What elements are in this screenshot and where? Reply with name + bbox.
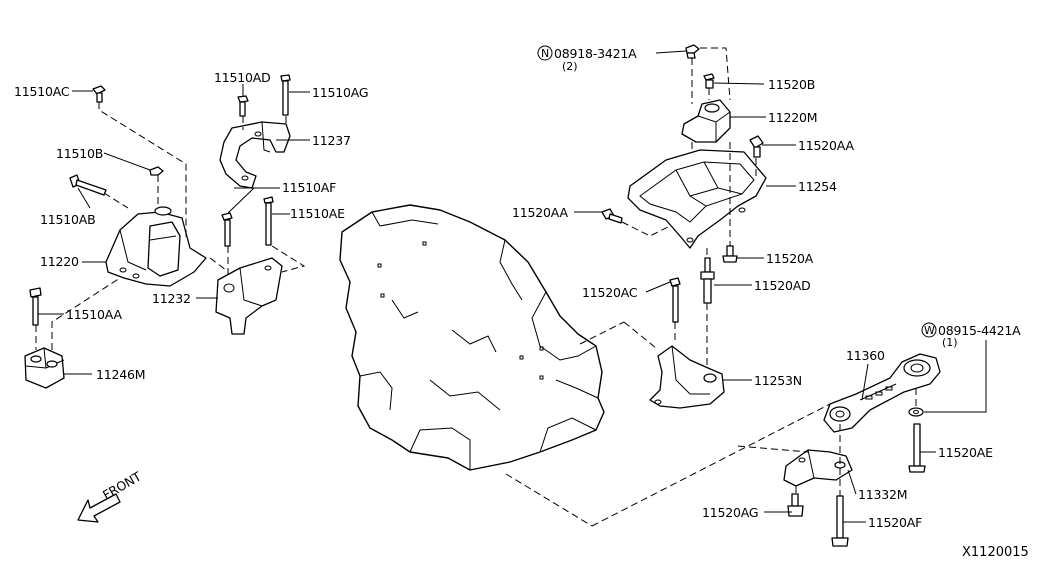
- label-11520b: 11520B: [768, 77, 815, 92]
- label-08915-qty: (1): [942, 336, 958, 349]
- label-11520ad: 11520AD: [754, 278, 811, 293]
- label-11246m: 11246M: [96, 367, 145, 382]
- engine-block: [339, 204, 605, 471]
- bracket-11254: [627, 149, 767, 249]
- bolt-11510ac: [92, 85, 106, 103]
- label-11510ab: 11510AB: [40, 212, 96, 227]
- label-11520aa-right: 11520AA: [798, 138, 854, 153]
- bolt-11520aa-left: [601, 208, 623, 224]
- bolt-11510ad: [237, 95, 249, 117]
- symbol-w-circle: [921, 322, 937, 338]
- front-direction-indicator: FRONT: [77, 468, 144, 523]
- bracket-11232: [215, 257, 283, 335]
- label-11510af: 11510AF: [282, 180, 336, 195]
- right-upper-leaders: [574, 50, 796, 286]
- label-11232: 11232: [152, 291, 191, 306]
- label-11253n: 11253N: [754, 373, 802, 388]
- label-11520ag: 11520AG: [702, 505, 758, 520]
- right-lower-leaders: [645, 281, 987, 523]
- label-11520ac: 11520AC: [582, 285, 638, 300]
- label-11220m: 11220M: [768, 110, 817, 125]
- bolt-11520ag: [787, 493, 804, 517]
- label-11510ae: 11510AE: [290, 206, 345, 221]
- nut-08918-3421a: [685, 44, 700, 59]
- bolt-11520ac: [669, 277, 681, 323]
- bolt-11520af: [831, 495, 849, 547]
- bolt-11520a: [722, 245, 738, 263]
- left-leaders: [38, 84, 310, 375]
- symbol-n-circle: [537, 45, 553, 61]
- diagram-reference-number: X1120015: [962, 545, 1029, 560]
- label-11332m: 11332M: [858, 487, 907, 502]
- bolt-11510ae: [263, 196, 274, 246]
- label-08918-3421a: 08918-3421A: [554, 46, 637, 61]
- label-11510ad: 11510AD: [214, 70, 271, 85]
- mount-11220m: [681, 99, 731, 143]
- right-upper-dashed-guides: [621, 47, 757, 370]
- label-08918-qty: (2): [562, 60, 578, 73]
- bolt-11510aa: [29, 287, 42, 326]
- bolt-11520aa-right: [749, 135, 764, 158]
- bracket-11253n: [649, 345, 725, 409]
- nut-11510b: [149, 166, 164, 176]
- label-11360: 11360: [846, 348, 885, 363]
- label-11254: 11254: [798, 179, 837, 194]
- bolt-11510af: [221, 212, 233, 247]
- label-11220: 11220: [40, 254, 79, 269]
- stud-11520b: [703, 73, 715, 89]
- label-11520af: 11520AF: [868, 515, 922, 530]
- label-11510ac: 11510AC: [14, 84, 70, 99]
- bolt-11520ae: [908, 423, 926, 473]
- label-08915-4421a: 08915-4421A: [938, 323, 1021, 338]
- front-label: FRONT: [100, 468, 144, 502]
- label-11520aa-left: 11520AA: [512, 205, 568, 220]
- torque-rod-11360: [823, 353, 941, 433]
- label-11510aa: 11510AA: [66, 307, 122, 322]
- right-lower-dashed-guides: [505, 321, 917, 527]
- label-11510b: 11510B: [56, 146, 103, 161]
- label-11237: 11237: [312, 133, 351, 148]
- part-number-labels: 11510AC 11510AD 11510AG 11237 11510B 115…: [14, 45, 1029, 560]
- stud-11520ad: [700, 257, 715, 304]
- bolt-11510ab: [69, 174, 107, 196]
- label-11510ag: 11510AG: [312, 85, 368, 100]
- insulator-11246m: [24, 347, 65, 389]
- left-dashed-guides: [35, 102, 306, 350]
- symbol-n: N: [541, 47, 549, 60]
- washer-08915-4421a: [908, 407, 924, 417]
- bolt-11510ag: [280, 74, 291, 116]
- bracket-11332m: [783, 449, 853, 487]
- bracket-11237: [219, 121, 291, 189]
- label-11520a: 11520A: [766, 251, 814, 266]
- label-11520ae: 11520AE: [938, 445, 993, 460]
- engine-mount-11220: [105, 206, 207, 287]
- symbol-w: W: [924, 324, 935, 337]
